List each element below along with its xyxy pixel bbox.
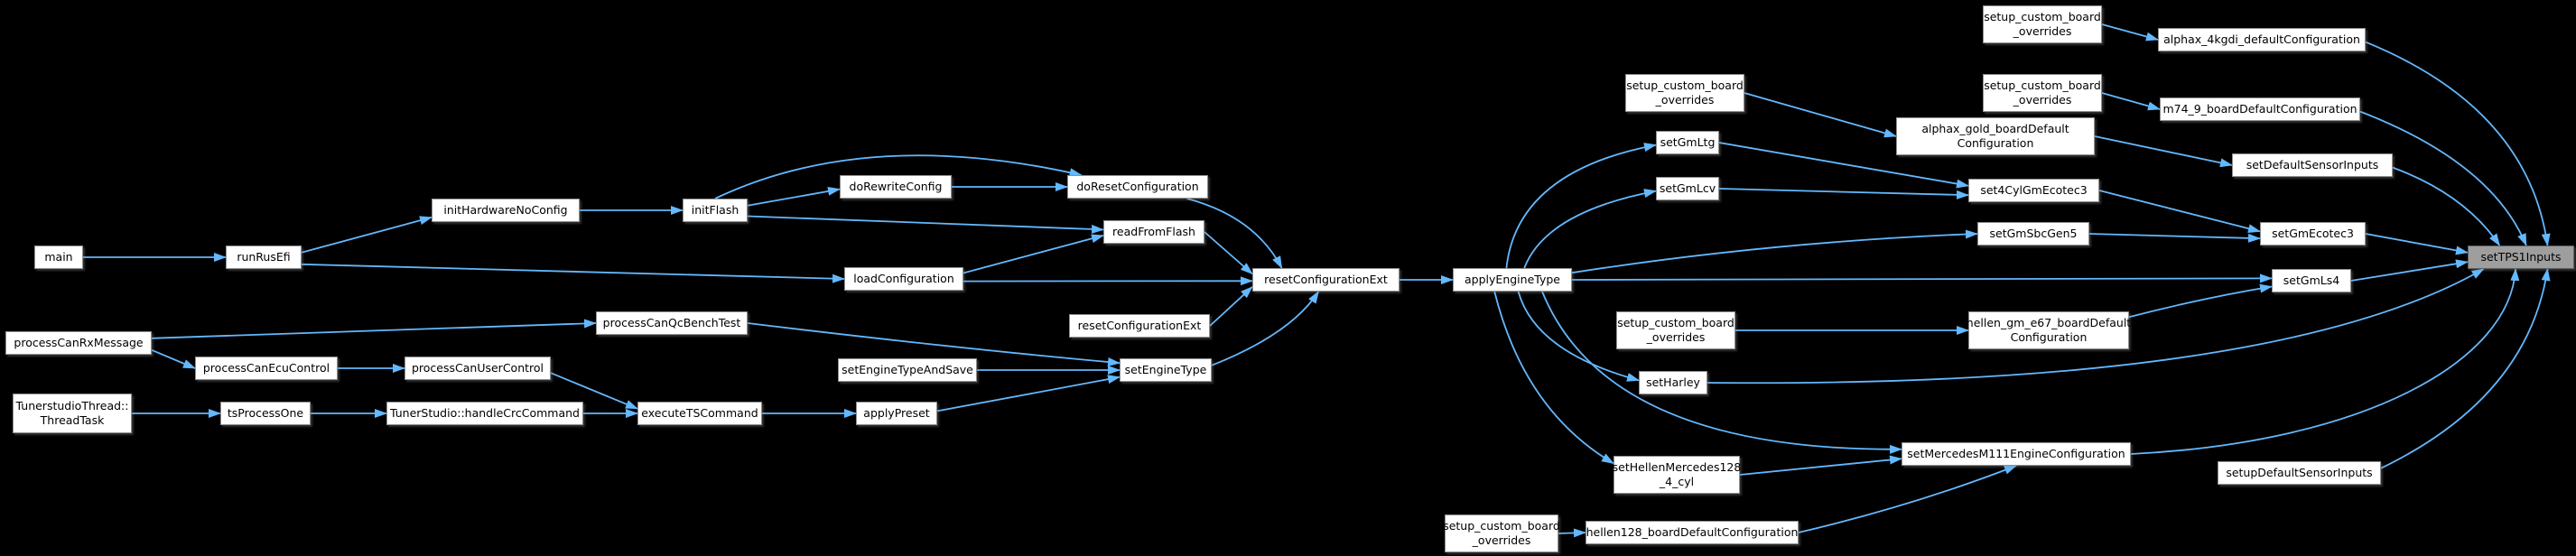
node-setGmEcotec3[interactable]: setGmEcotec3 [2260, 222, 2366, 246]
edge-setupDefaultSensorInputs-to-setTPS1Inputs [2380, 268, 2551, 469]
node-main[interactable]: main [34, 246, 83, 269]
edge-applyEngineType-to-setGmLcv [1523, 189, 1657, 269]
edge-applyPreset-to-setEngineType [936, 375, 1121, 412]
edge-applyEngineType-to-setHarley [1517, 291, 1640, 382]
edge-setGmEcotec3-to-setTPS1Inputs [2365, 233, 2469, 255]
edge-initFlash-to-doRewriteConfig [747, 186, 841, 207]
edge-doResetConfiguration-to-resetConfigurationExt [1186, 198, 1283, 269]
node-set4CylGmEcotec3[interactable]: set4CylGmEcotec3 [1968, 179, 2099, 202]
node-setDefaultSensorInputs[interactable]: setDefaultSensorInputs [2232, 153, 2393, 177]
edge-hellen128_boardDefaultConfiguration-to-setMercedesM111EngineConfiguration [1798, 465, 2017, 533]
edge-setMercedesM111EngineConfiguration-to-setTPS1Inputs [2130, 268, 2520, 455]
edge-m74_9_boardDefaultConfiguration-to-setTPS1Inputs [2359, 110, 2527, 246]
edge-setHarley-to-setTPS1Inputs [1706, 268, 2485, 385]
node-readFromFlash[interactable]: readFromFlash [1103, 220, 1204, 244]
edge-setHellenMercedes128_4_cyl-to-setMercedesM111EngineConfiguration [1739, 455, 1902, 476]
edge-resetConfigurationExt_2-to-resetConfigurationExt [1209, 286, 1253, 327]
node-processCanRxMessage[interactable]: processCanRxMessage [5, 331, 152, 355]
edge-applyEngineType-to-setGmLs4 [1571, 273, 2273, 283]
node-processCanEcuControl[interactable]: processCanEcuControl [195, 357, 338, 380]
edge-setGmSbcGen5-to-setGmEcotec3 [2088, 233, 2261, 243]
node-initHardwareNoConfig[interactable]: initHardwareNoConfig [432, 199, 580, 222]
edge-applyEngineType-to-setGmLtg [1505, 143, 1657, 269]
node-hellen_gm_e67_boardDefaultConfiguration[interactable]: hellen_gm_e67_boardDefault Configuration [1967, 311, 2131, 349]
edge-loadConfiguration-to-readFromFlash [963, 234, 1104, 274]
node-loadConfiguration[interactable]: loadConfiguration [844, 267, 963, 291]
edge-setGmLs4-to-setTPS1Inputs [2350, 259, 2469, 282]
edge-applyEngineType-to-setMercedesM111EngineConfiguration [1541, 291, 1902, 454]
edge-runRusEfi-to-loadConfiguration [301, 263, 845, 283]
node-initFlash[interactable]: initFlash [683, 199, 748, 222]
edge-processCanRxMessage-to-processCanQcBenchTest [151, 319, 597, 339]
edge-processCanRxMessage-to-processCanEcuControl [151, 348, 196, 369]
node-resetConfigurationExt_2[interactable]: resetConfigurationExt [1069, 314, 1210, 338]
node-applyPreset[interactable]: applyPreset [856, 402, 937, 425]
node-executeTSCommand[interactable]: executeTSCommand [637, 402, 762, 425]
node-processCanQcBenchTest[interactable]: processCanQcBenchTest [596, 311, 748, 335]
edge-applyEngineType-to-setHellenMercedes128_4_cyl [1493, 291, 1614, 465]
node-setGmLtg[interactable]: setGmLtg [1656, 131, 1719, 154]
node-doResetConfiguration[interactable]: doResetConfiguration [1067, 175, 1208, 199]
edge-hellen_gm_e67_boardDefaultConfiguration-to-setGmLs4 [2128, 283, 2273, 319]
node-setup_custom_board_overrides_2[interactable]: setup_custom_board _overrides [1983, 74, 2102, 112]
node-alphax_4kgdi_defaultConfiguration[interactable]: alphax_4kgdi_defaultConfiguration [2158, 28, 2366, 51]
edge-processCanQcBenchTest-to-setEngineType [747, 322, 1121, 367]
edge-setGmLtg-to-set4CylGmEcotec3 [1718, 142, 1969, 189]
node-resetConfigurationExt[interactable]: resetConfigurationExt [1252, 268, 1400, 292]
node-setGmSbcGen5[interactable]: setGmSbcGen5 [1977, 222, 2089, 246]
node-setup_custom_board_overrides_1[interactable]: setup_custom_board _overrides [1983, 5, 2102, 43]
node-doRewriteConfig[interactable]: doRewriteConfig [840, 175, 952, 199]
edge-runRusEfi-to-initHardwareNoConfig [301, 216, 432, 254]
node-setHarley[interactable]: setHarley [1639, 371, 1707, 394]
edge-setEngineType-to-resetConfigurationExt [1211, 291, 1320, 366]
edge-initFlash-to-doResetConfiguration [714, 154, 1083, 199]
edge-setup_custom_board_overrides_3-to-alphax_gold_boardDefaultConfiguration [1744, 92, 1897, 138]
node-setup_custom_board_overrides_5[interactable]: setup_custom_board _overrides [1443, 514, 1560, 552]
edge-setup_custom_board_overrides_1-to-alphax_4kgdi_defaultConfiguration [2101, 23, 2159, 42]
node-setEngineTypeAndSave[interactable]: setEngineTypeAndSave [838, 358, 977, 382]
node-runRusEfi[interactable]: runRusEfi [226, 246, 302, 269]
node-applyEngineType[interactable]: applyEngineType [1453, 268, 1572, 292]
node-setEngineType[interactable]: setEngineType [1120, 358, 1212, 382]
edge-initFlash-to-readFromFlash [747, 215, 1104, 234]
edge-processCanUserControl-to-executeTSCommand [550, 372, 638, 410]
node-tsProcessOne[interactable]: tsProcessOne [220, 402, 311, 425]
node-setGmLs4[interactable]: setGmLs4 [2272, 269, 2351, 292]
node-TunerStudio-handleCrcCommand[interactable]: TunerStudio::handleCrcCommand [386, 402, 583, 425]
node-setup_custom_board_overrides_3[interactable]: setup_custom_board _overrides [1625, 74, 1744, 112]
edge-alphax_4kgdi_defaultConfiguration-to-setTPS1Inputs [2365, 41, 2551, 246]
edge-setGmLcv-to-set4CylGmEcotec3 [1718, 188, 1969, 199]
node-setGmLcv[interactable]: setGmLcv [1656, 177, 1719, 200]
edge-alphax_gold_boardDefaultConfiguration-to-setDefaultSensorInputs [2094, 135, 2233, 168]
node-m74_9_boardDefaultConfiguration[interactable]: m74_9_boardDefaultConfiguration [2160, 97, 2360, 121]
node-setHellenMercedes128_4_cyl[interactable]: setHellenMercedes128 _4_cyl [1613, 456, 1741, 494]
node-processCanUserControl[interactable]: processCanUserControl [405, 357, 551, 380]
edge-applyEngineType-to-setGmSbcGen5 [1571, 229, 1978, 274]
node-TunerstudioThread-ThreadTask[interactable]: TunerstudioThread:: ThreadTask [13, 394, 132, 433]
node-setMercedesM111EngineConfiguration[interactable]: setMercedesM111EngineConfiguration [1902, 442, 2131, 466]
edge-group [83, 23, 2551, 538]
node-alphax_gold_boardDefaultConfiguration[interactable]: alphax_gold_boardDefault Configuration [1896, 117, 2095, 155]
edge-set4CylGmEcotec3-to-setGmEcotec3 [2098, 190, 2261, 234]
node-hellen128_boardDefaultConfiguration[interactable]: hellen128_boardDefaultConfiguration [1586, 521, 1799, 544]
edge-readFromFlash-to-resetConfigurationExt [1204, 231, 1253, 275]
node-setup_custom_board_overrides_4[interactable]: setup_custom_board _overrides [1616, 311, 1735, 349]
edge-setDefaultSensorInputs-to-setTPS1Inputs [2392, 166, 2501, 246]
node-setTPS1Inputs: setTPS1Inputs [2468, 246, 2574, 269]
node-setupDefaultSensorInputs[interactable]: setupDefaultSensorInputs [2218, 461, 2381, 485]
edge-setup_custom_board_overrides_2-to-m74_9_boardDefaultConfiguration [2101, 92, 2161, 111]
